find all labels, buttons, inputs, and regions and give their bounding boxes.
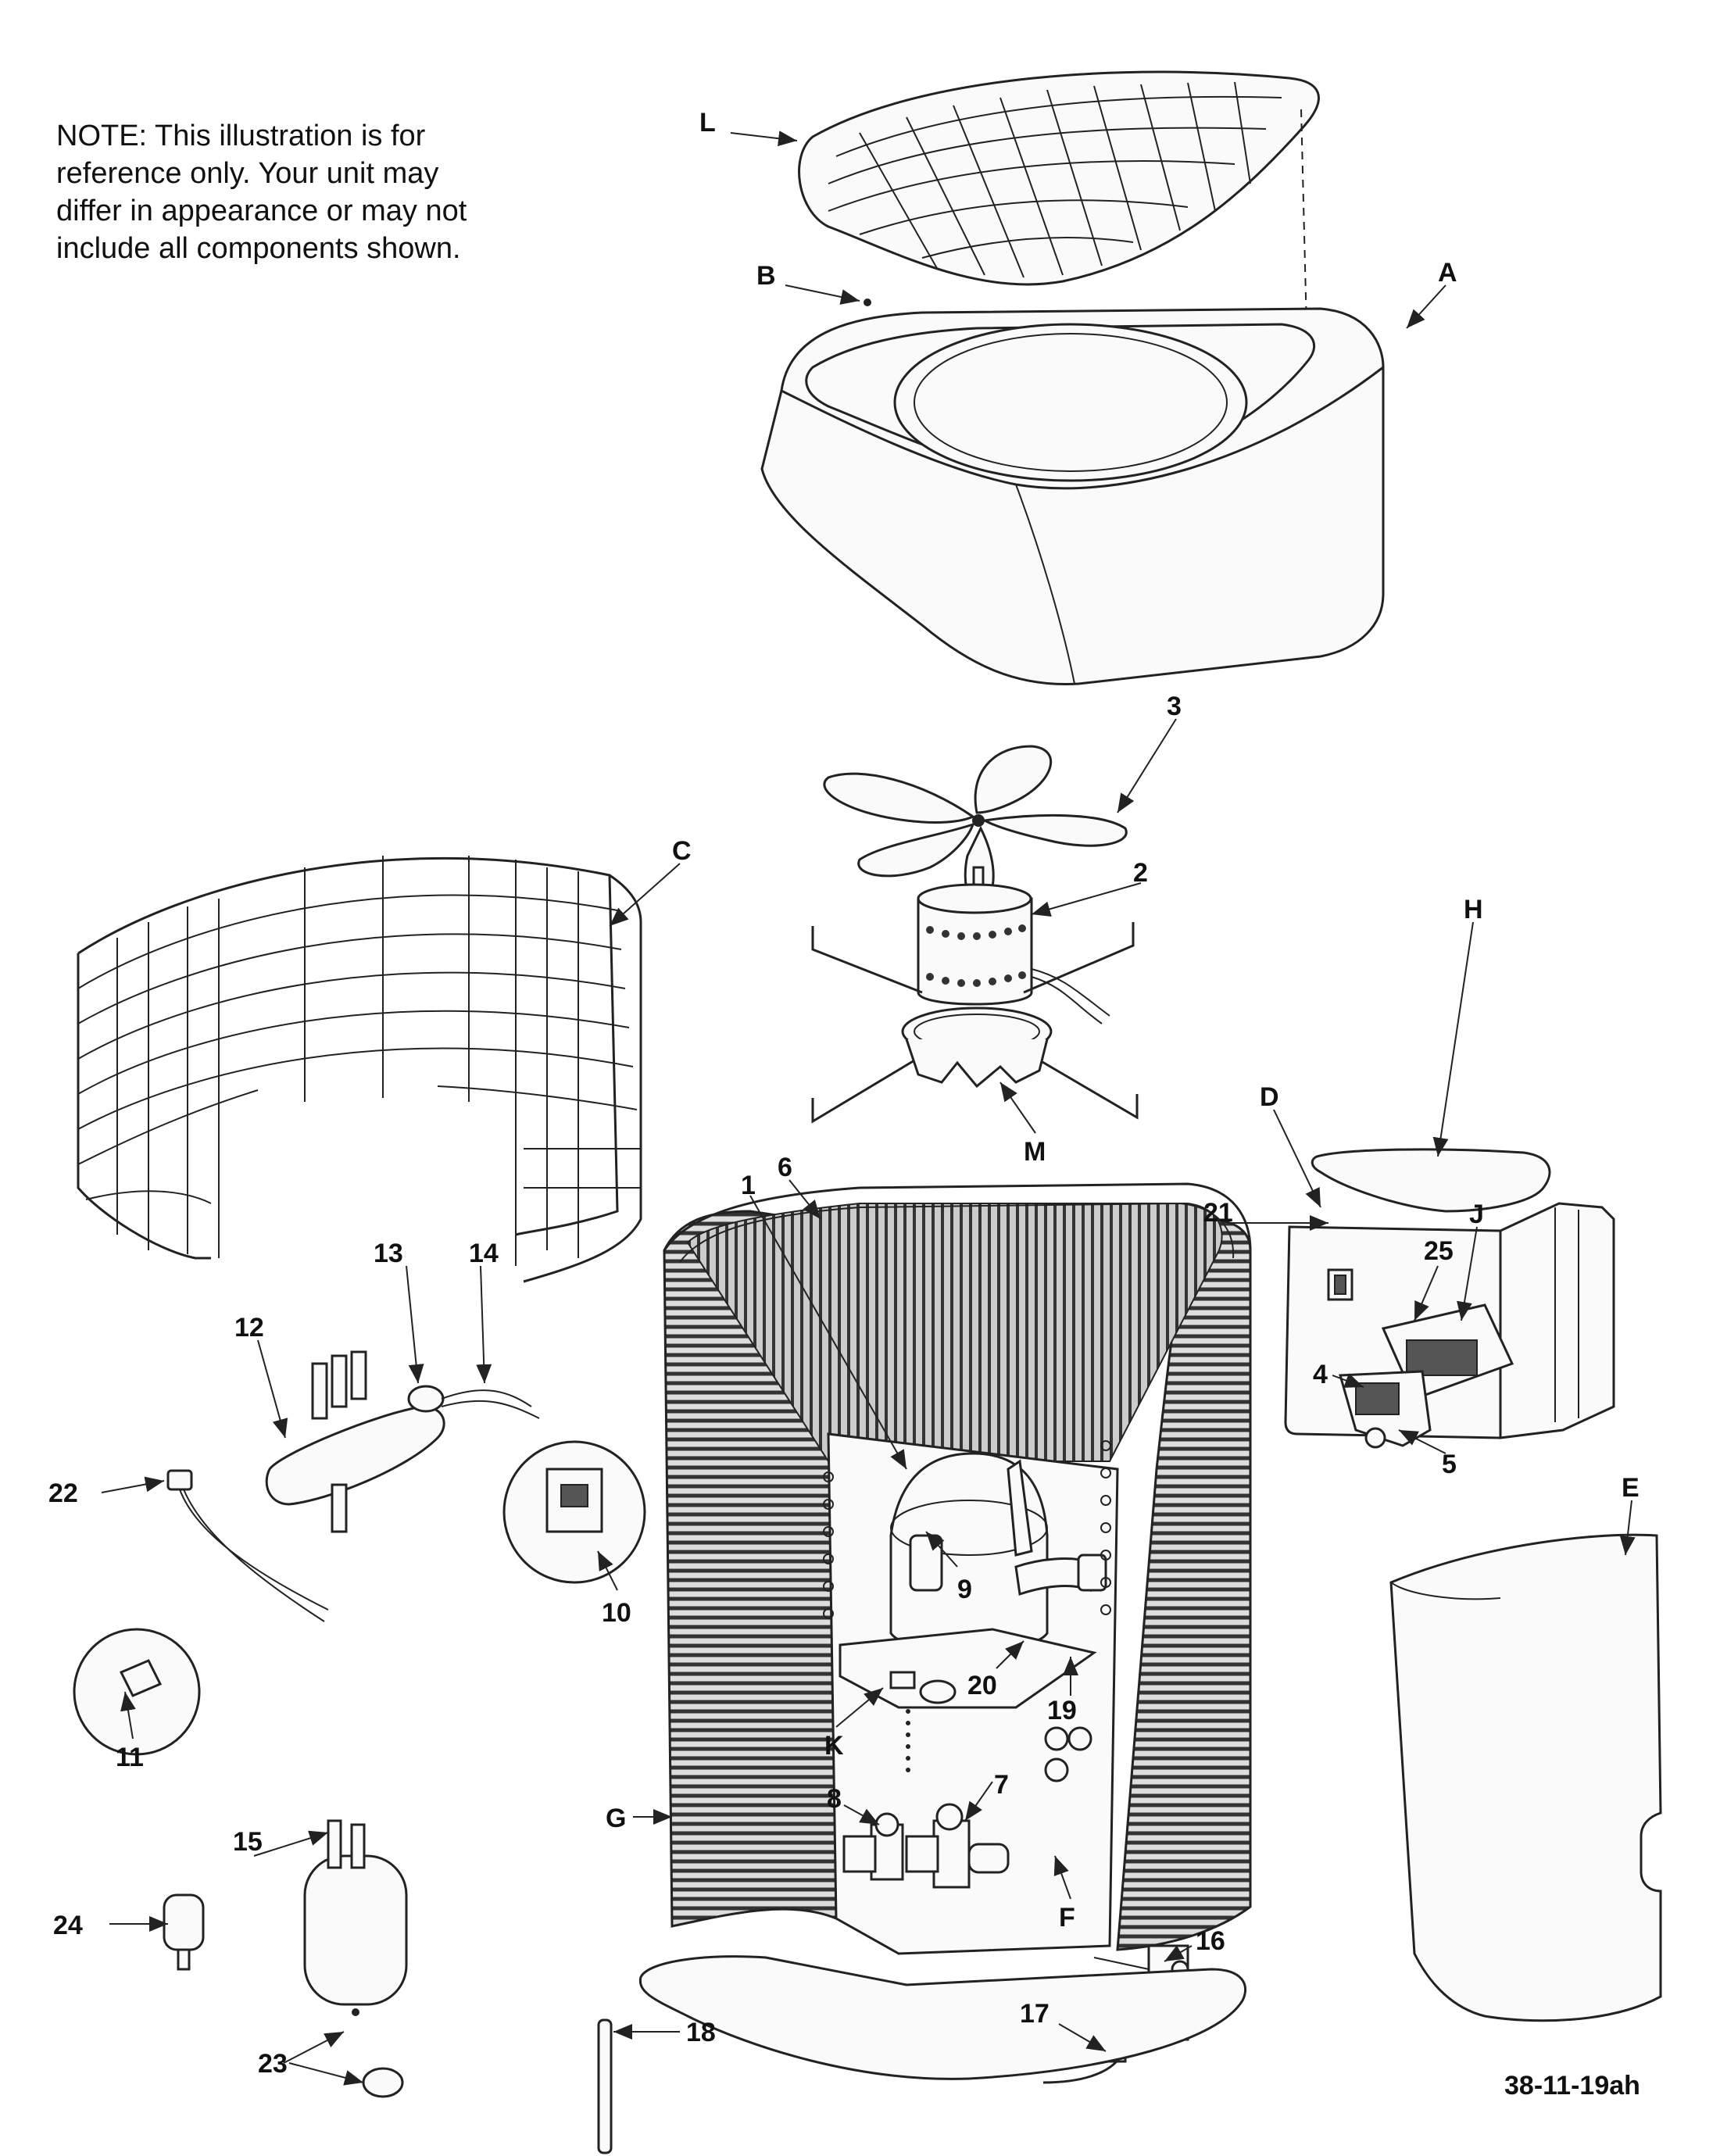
label-3: 3 <box>1167 692 1182 721</box>
label-25: 25 <box>1424 1236 1454 1266</box>
control-box-cover <box>1311 1148 1551 1213</box>
label-23: 23 <box>258 2049 288 2079</box>
sensor-lead <box>166 1469 329 1622</box>
fan-motor <box>917 866 1110 1024</box>
access-panel <box>1389 1533 1662 2022</box>
label-6: 6 <box>778 1153 792 1182</box>
label-9: 9 <box>957 1575 972 1604</box>
accumulator <box>303 1819 408 2016</box>
label-D: D <box>1260 1082 1279 1112</box>
label-15: 15 <box>233 1827 263 1857</box>
diagram-code: 38-11-19ah <box>1504 2071 1640 2101</box>
label-17: 17 <box>1020 1999 1050 2029</box>
control-box <box>1284 1202 1615 1449</box>
leader-lines <box>101 131 1636 2086</box>
label-18: 18 <box>686 2018 716 2047</box>
label-L: L <box>699 108 716 138</box>
label-G: G <box>606 1804 626 1833</box>
label-7: 7 <box>994 1770 1009 1800</box>
label-8: 8 <box>827 1784 842 1814</box>
label-21: 21 <box>1203 1198 1233 1228</box>
label-22: 22 <box>48 1478 78 1508</box>
label-E: E <box>1622 1473 1640 1503</box>
label-16: 16 <box>1196 1926 1225 1956</box>
label-4: 4 <box>1313 1360 1328 1389</box>
label-11: 11 <box>116 1743 144 1772</box>
fitting-23 <box>362 2067 404 2098</box>
part-labels: L B A 3 2 C H D M 6 1 21 25 J 4 5 E 13 1… <box>48 108 1640 2101</box>
coil-guard <box>77 856 642 1283</box>
label-K: K <box>824 1731 844 1761</box>
label-12: 12 <box>234 1313 264 1343</box>
label-24: 24 <box>53 1911 83 1940</box>
label-A: A <box>1438 258 1457 288</box>
note-line-2: reference only. Your unit may <box>56 157 439 190</box>
label-B: B <box>756 261 776 291</box>
detail-circle-10 <box>502 1440 646 1584</box>
label-5: 5 <box>1442 1450 1457 1479</box>
filter-drier <box>163 1893 205 1971</box>
top-grille <box>798 70 1320 329</box>
label-M: M <box>1024 1137 1046 1167</box>
label-F: F <box>1059 1903 1075 1933</box>
label-C: C <box>672 836 692 866</box>
reversing-valve-assembly <box>265 1350 540 1533</box>
rod-18 <box>597 2018 613 2154</box>
label-2: 2 <box>1133 858 1148 888</box>
note-line-4: include all components shown. <box>56 232 461 265</box>
disclaimer-note: NOTE: This illustration is for reference… <box>56 117 525 267</box>
label-J: J <box>1469 1200 1484 1229</box>
label-10: 10 <box>602 1598 631 1628</box>
note-line-1: NOTE: This illustration is for <box>56 120 426 152</box>
detail-circle-11 <box>73 1628 201 1756</box>
main-unit <box>638 1182 1252 2080</box>
label-H: H <box>1464 895 1483 924</box>
label-20: 20 <box>967 1671 997 1700</box>
label-19: 19 <box>1047 1696 1077 1725</box>
label-13: 13 <box>374 1239 403 1268</box>
note-line-3: differ in appearance or may not <box>56 195 467 227</box>
label-1: 1 <box>741 1171 756 1200</box>
label-14: 14 <box>469 1239 499 1268</box>
top-cover <box>760 299 1385 686</box>
motor-mount <box>811 922 1139 1124</box>
